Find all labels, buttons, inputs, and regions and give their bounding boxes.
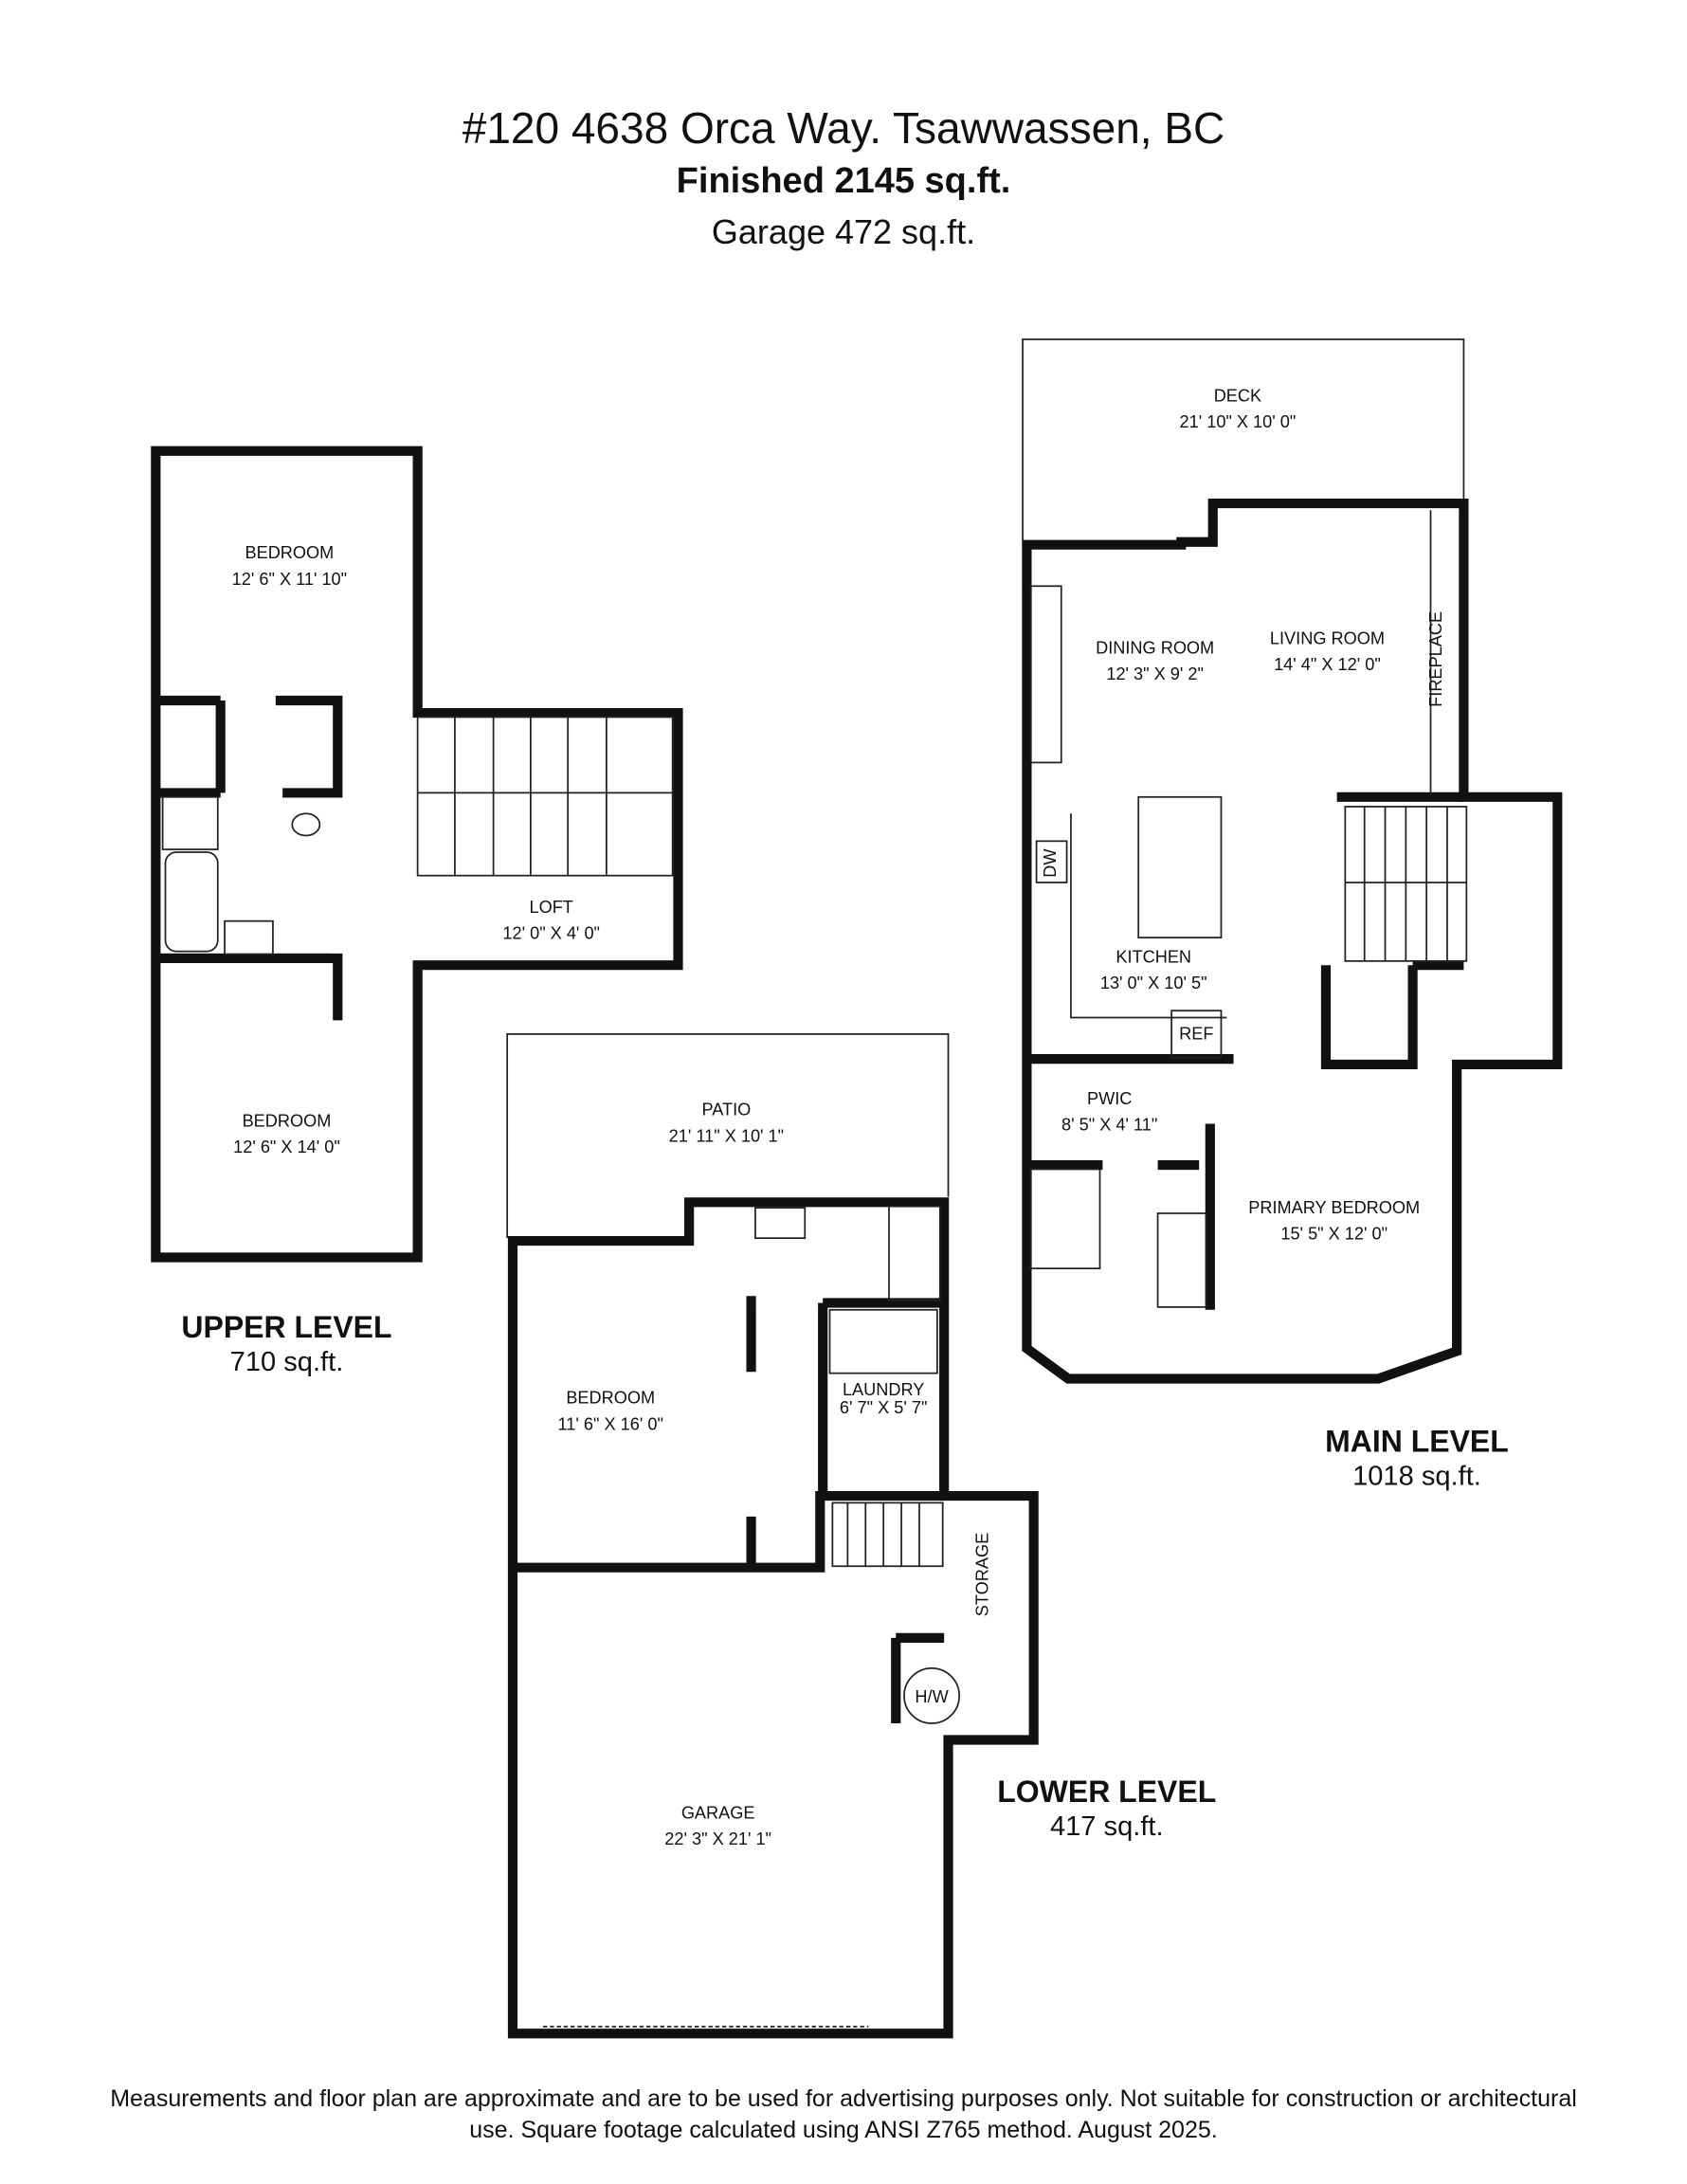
disclaimer-line-1: Measurements and floor plan are approxim… — [110, 2085, 1577, 2112]
room-dimensions: 11' 6" X 16' 0" — [558, 1414, 663, 1433]
level-area: 1018 sq.ft. — [1352, 1461, 1481, 1491]
fridge-label: REF — [1179, 1025, 1213, 1044]
room-dimensions: 21' 11" X 10' 1" — [669, 1126, 784, 1145]
level-area: 417 sq.ft. — [1050, 1811, 1164, 1842]
room-name: PWIC — [1087, 1089, 1132, 1108]
main-level-plan: DW REF FIREPLACE DECK 21' 10" X 10' 0" D… — [1022, 338, 1563, 1491]
property-address: #120 4638 Orca Way. Tsawwassen, BC — [462, 103, 1225, 153]
finished-area: Finished 2145 sq.ft. — [676, 161, 1011, 201]
room-dimensions: 14' 4" X 12' 0" — [1274, 655, 1381, 674]
level-title: UPPER LEVEL — [181, 1310, 391, 1344]
room-dimensions: 15' 5" X 12' 0" — [1280, 1225, 1388, 1244]
room-name: BEDROOM — [245, 543, 334, 562]
level-title: LOWER LEVEL — [997, 1774, 1216, 1809]
disclaimer-line-2: use. Square footage calculated using ANS… — [469, 2117, 1218, 2143]
level-title: MAIN LEVEL — [1325, 1425, 1509, 1459]
room-dimensions: 13' 0" X 10' 5" — [1100, 974, 1207, 992]
garage-area: Garage 472 sq.ft. — [711, 212, 976, 251]
room-name: DINING ROOM — [1096, 639, 1214, 658]
room-name: BEDROOM — [243, 1111, 332, 1130]
room-dimensions: 22' 3" X 21' 1" — [664, 1829, 771, 1848]
room-name: KITCHEN — [1116, 947, 1191, 966]
room-name: BEDROOM — [566, 1389, 655, 1408]
lower-level-plan: PATIO 21' 11" X 10' 1" BEDROOM 11' 6" X … — [506, 1033, 1216, 2039]
storage-label: STORAGE — [973, 1533, 992, 1616]
room-dimensions: 12' 6" X 14' 0" — [233, 1138, 340, 1156]
room-name: GARAGE — [681, 1803, 755, 1822]
fireplace-label: FIREPLACE — [1426, 611, 1445, 707]
disclaimer: Measurements and floor plan are approxim… — [57, 2084, 1630, 2146]
water-heater-label: H/W — [915, 1687, 949, 1706]
room-dimensions: 12' 3" X 9' 2" — [1106, 664, 1204, 683]
dishwasher-label: DW — [1041, 848, 1060, 878]
room-name: LOFT — [529, 898, 572, 917]
room-name: DECK — [1214, 386, 1261, 405]
room-dimensions: 8' 5" X 4' 11" — [1061, 1116, 1157, 1135]
upper-level-plan: BEDROOM 12' 6" X 11' 10" LOFT 12' 0" X 4… — [151, 446, 683, 1377]
room-name: PATIO — [701, 1101, 751, 1119]
room-dimensions: 21' 10" X 10' 0" — [1180, 412, 1297, 431]
room-name: LAUNDRY — [843, 1380, 924, 1399]
room-name: LIVING ROOM — [1270, 628, 1385, 647]
room-name: PRIMARY BEDROOM — [1248, 1198, 1420, 1217]
room-dimensions: 12' 6" X 11' 10" — [232, 570, 347, 589]
room-dimensions: 6' 7" X 5' 7" — [840, 1398, 928, 1417]
level-area: 710 sq.ft. — [230, 1347, 344, 1377]
room-dimensions: 12' 0" X 4' 0" — [502, 924, 600, 943]
